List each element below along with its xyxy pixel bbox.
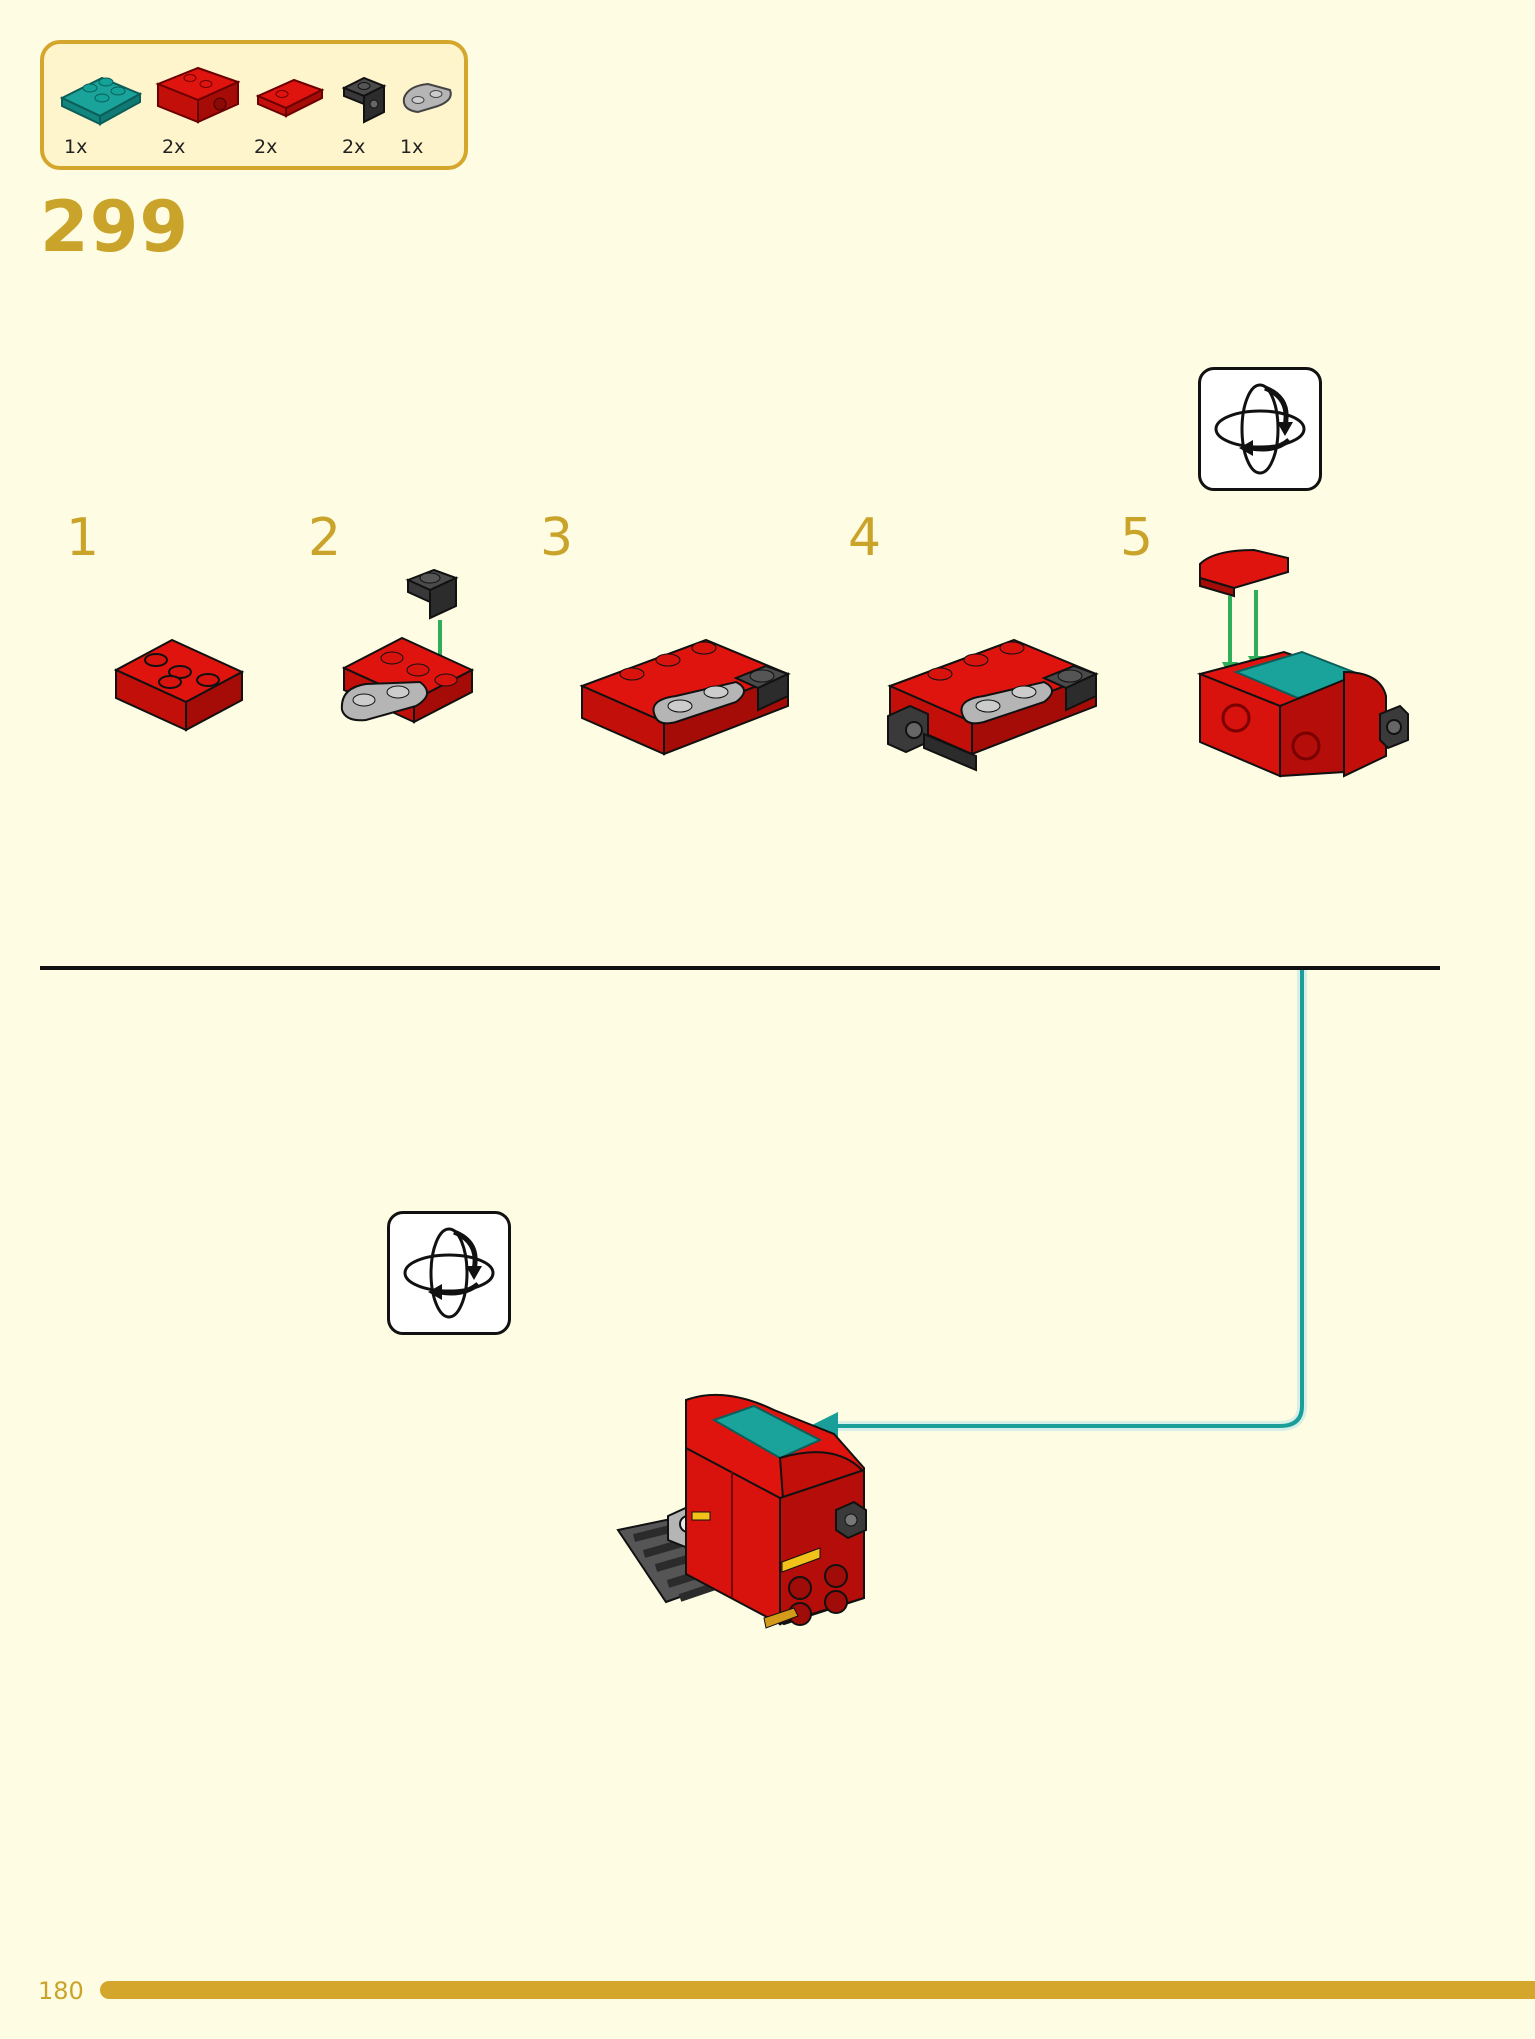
substep-2-illustration (340, 568, 475, 724)
page-footer-bar (100, 1981, 1535, 1999)
step-number: 299 (40, 186, 190, 268)
substep-3-illustration (579, 638, 791, 756)
teal-inverted-slope-icon (59, 76, 142, 126)
substep-number: 2 (308, 508, 342, 568)
substep-number: 4 (848, 508, 882, 568)
substep-4-illustration (887, 638, 1099, 772)
part-qty: 1x (64, 136, 88, 158)
assembled-model-illustration (616, 1393, 867, 1629)
substep-1-illustration (113, 638, 245, 732)
part-qty: 2x (254, 136, 278, 158)
parts-list-item: 2x (254, 58, 326, 158)
parts-list-item: 1x (58, 58, 142, 158)
part-qty: 2x (342, 136, 366, 158)
dark-grey-bracket-icon (341, 76, 387, 124)
parts-list-box: 1x 2x 2x 2x (40, 40, 468, 170)
callout-connector-arrow (810, 970, 1307, 1440)
section-divider (40, 966, 1440, 970)
parts-list-item: 1x (398, 58, 458, 158)
part-qty: 2x (162, 136, 186, 158)
light-grey-round-plate-icon (402, 82, 452, 114)
parts-list-item: 2x (154, 58, 240, 158)
part-qty: 1x (400, 136, 424, 158)
red-slope-plate-icon (255, 78, 325, 118)
substep-number: 1 (66, 508, 100, 568)
rotate-model-icon (387, 1211, 511, 1335)
page-number: 180 (38, 1977, 84, 2005)
rotate-model-icon (1198, 367, 1322, 491)
parts-list-item: 2x (340, 58, 390, 158)
substep-number: 3 (540, 508, 574, 568)
substep-number: 5 (1120, 508, 1154, 568)
substep-5-illustration (1196, 548, 1409, 778)
red-bracket-brick-icon (155, 66, 240, 124)
